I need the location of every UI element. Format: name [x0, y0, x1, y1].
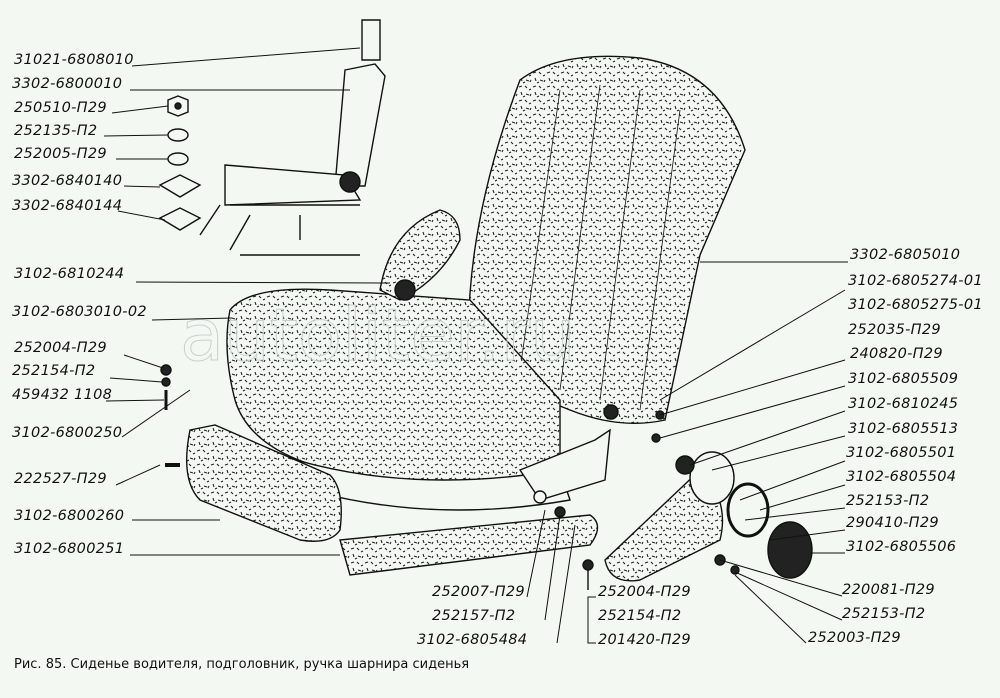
part-label: 201420-П29 — [598, 632, 691, 648]
part-label: 3102-6805275-01 — [848, 297, 983, 313]
part-label: 3102-6803010-02 — [12, 304, 147, 320]
part-label: 252153-П2 — [846, 493, 930, 509]
side-trim-bottom — [339, 514, 599, 576]
part-label: 3102-6805274-01 — [848, 273, 983, 289]
part-label: 252005-П29 — [14, 146, 107, 162]
part-label: 222527-П29 — [14, 471, 107, 487]
part-label: 252135-П2 — [14, 123, 98, 139]
part-label: 252004-П29 — [598, 584, 691, 600]
part-label: 3102-6805513 — [848, 421, 959, 437]
part-label: 3102-6800251 — [14, 541, 125, 557]
part-label: 3302-6840140 — [12, 173, 123, 189]
part-label: 459432 1108 — [12, 387, 113, 403]
part-label: 3102-6810244 — [14, 266, 125, 282]
part-label: 3102-6805509 — [848, 371, 959, 387]
part-label: 3302-6800010 — [12, 76, 123, 92]
part-label: 3102-6800260 — [14, 508, 125, 524]
part-label: 252154-П2 — [12, 363, 96, 379]
part-label: 3102-6810245 — [848, 396, 959, 412]
backrest — [467, 55, 746, 424]
part-label: 252007-П29 — [432, 584, 525, 600]
part-label: 252035-П29 — [848, 322, 941, 338]
part-label: 3302-6840144 — [12, 198, 123, 214]
part-label: 3102-6805504 — [846, 469, 957, 485]
recline-lever — [379, 209, 461, 301]
backrest-small — [334, 63, 386, 187]
part-label: 3102-6805501 — [846, 445, 957, 461]
part-label: 252157-П2 — [432, 608, 516, 624]
watermark: autoliter.ru — [180, 293, 576, 377]
figure-caption: Рис. 85. Сиденье водителя, подголовник, … — [14, 657, 470, 672]
part-label: 3302-6805010 — [850, 247, 961, 263]
side-cover-left — [185, 424, 342, 542]
part-label: 252003-П29 — [808, 630, 901, 646]
cushion-small — [224, 164, 362, 206]
part-label: 3102-6800250 — [12, 425, 123, 441]
hinge-knob — [767, 521, 813, 579]
part-label: 31021-6808010 — [14, 52, 134, 68]
part-label: 290410-П29 — [846, 515, 939, 531]
part-label: 252154-П2 — [598, 608, 682, 624]
part-label: 252004-П29 — [14, 340, 107, 356]
hinge-disc — [689, 451, 735, 505]
part-label: 220081-П29 — [842, 582, 935, 598]
part-label: 252153-П2 — [842, 606, 926, 622]
part-label: 240820-П29 — [850, 346, 943, 362]
part-label: 3102-6805506 — [846, 539, 957, 555]
headrest-small — [361, 19, 381, 61]
part-label: 3102-6805484 — [417, 632, 528, 648]
part-label: 250510-П29 — [14, 100, 107, 116]
